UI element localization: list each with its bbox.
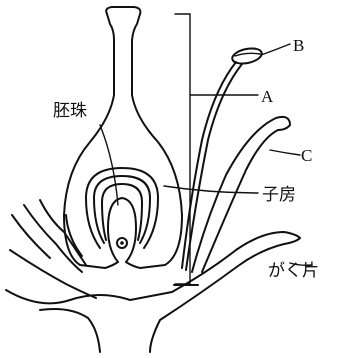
label-a-bracket xyxy=(175,14,190,284)
ovary xyxy=(86,168,158,248)
label-a: A xyxy=(261,87,274,106)
stamen xyxy=(182,46,263,270)
receptacle xyxy=(6,232,300,352)
ovule-nucleus-core xyxy=(120,241,124,245)
label-ovary: 子房 xyxy=(262,185,296,205)
ovule xyxy=(108,198,136,262)
label-ovule: 胚珠 xyxy=(53,101,87,121)
pistil xyxy=(64,7,182,268)
label-sepal: がく片 xyxy=(268,261,319,281)
label-b: B xyxy=(293,36,304,55)
label-c: C xyxy=(301,146,312,165)
